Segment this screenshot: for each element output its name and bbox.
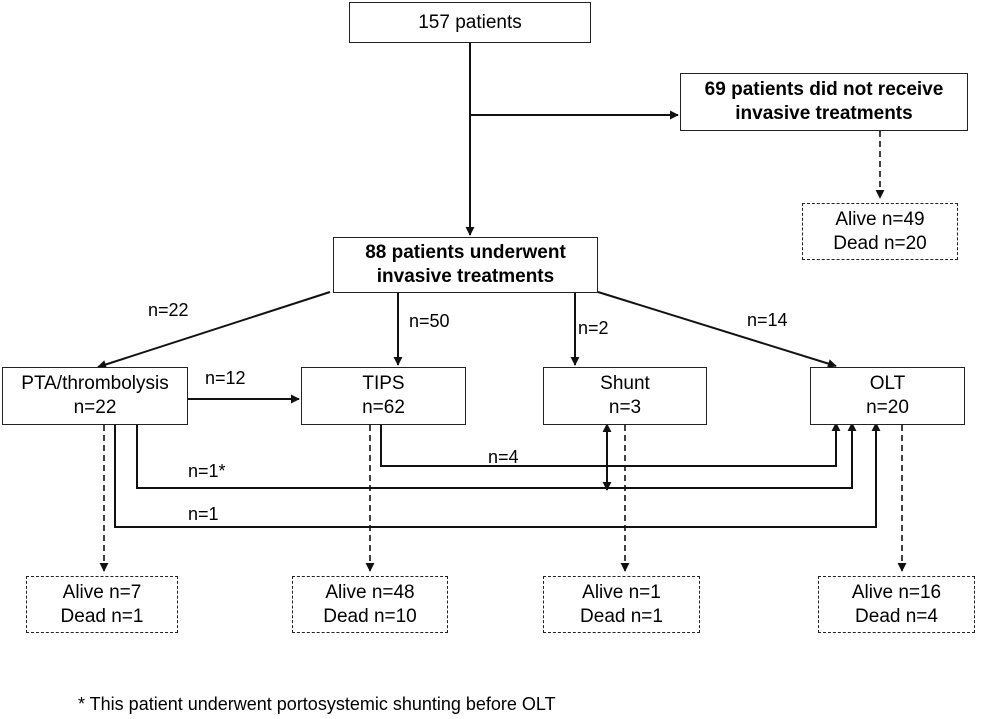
footnote: * This patient underwent portosystemic s… — [78, 694, 556, 714]
arrow-pta-to-olt-star — [136, 422, 857, 489]
box-olt: OLT n=20 — [810, 367, 965, 425]
no-invasive-dead: Dead n=20 — [833, 232, 927, 254]
olt-alive: Alive n=16 — [851, 581, 942, 603]
pta-alive: Alive n=7 — [62, 581, 142, 603]
edge-label-to-olt: n=14 — [747, 310, 788, 330]
box-tips-line2: n=62 — [362, 397, 405, 418]
arrow-to-pta — [97, 291, 331, 369]
no-invasive-alive: Alive n=49 — [835, 208, 925, 230]
edge-label-pta-to-olt-star: n=1* — [188, 461, 226, 481]
box-shunt-line2: n=3 — [608, 397, 642, 418]
box-olt-line2: n=20 — [866, 397, 909, 418]
edge-label-to-shunt: n=2 — [578, 318, 609, 338]
edge-label-to-pta: n=22 — [148, 300, 189, 320]
box-pta-line1: PTA/thrombolysis — [21, 373, 169, 394]
tips-alive: Alive n=48 — [325, 581, 415, 603]
box-tips-outcome: Alive n=48 Dead n=10 — [292, 576, 448, 633]
shunt-alive: Alive n=1 — [582, 581, 661, 603]
box-shunt-line1: Shunt — [600, 373, 650, 394]
box-no-invasive-outcome: Alive n=49 Dead n=20 — [802, 203, 958, 260]
box-no-invasive: 69 patients did not receive invasive tre… — [680, 73, 968, 131]
box-total-patients: 157 patients — [349, 2, 591, 43]
arrow-tips-to-olt — [380, 422, 841, 467]
box-olt-line1: OLT — [869, 373, 906, 394]
box-tips-line1: TIPS — [362, 373, 405, 394]
arrow-pta-to-olt — [114, 422, 881, 528]
box-invasive-line2: invasive treatments — [376, 266, 555, 287]
edge-label-tips-to-olt: n=4 — [488, 447, 519, 467]
box-total-line1: 157 patients — [418, 11, 522, 33]
box-no-invasive-line2: invasive treatments — [735, 103, 913, 124]
box-shunt: Shunt n=3 — [543, 367, 707, 425]
box-olt-outcome: Alive n=16 Dead n=4 — [818, 576, 975, 633]
box-shunt-outcome: Alive n=1 Dead n=1 — [543, 576, 700, 633]
shunt-dead: Dead n=1 — [580, 605, 663, 627]
box-pta: PTA/thrombolysis n=22 — [2, 367, 188, 425]
box-invasive: 88 patients underwent invasive treatment… — [333, 237, 598, 293]
box-pta-line2: n=22 — [73, 397, 117, 418]
edge-label-pta-to-olt: n=1 — [188, 504, 219, 524]
arrow-to-olt — [597, 291, 837, 368]
box-no-invasive-line1: 69 patients did not receive — [704, 79, 944, 100]
edge-label-pta-to-tips: n=12 — [205, 368, 246, 388]
pta-dead: Dead n=1 — [60, 605, 144, 627]
box-pta-outcome: Alive n=7 Dead n=1 — [26, 576, 178, 633]
tips-dead: Dead n=10 — [323, 605, 417, 627]
edge-label-to-tips: n=50 — [409, 311, 450, 331]
box-tips: TIPS n=62 — [301, 367, 466, 425]
olt-dead: Dead n=4 — [855, 605, 938, 627]
box-invasive-line1: 88 patients underwent — [365, 242, 566, 263]
